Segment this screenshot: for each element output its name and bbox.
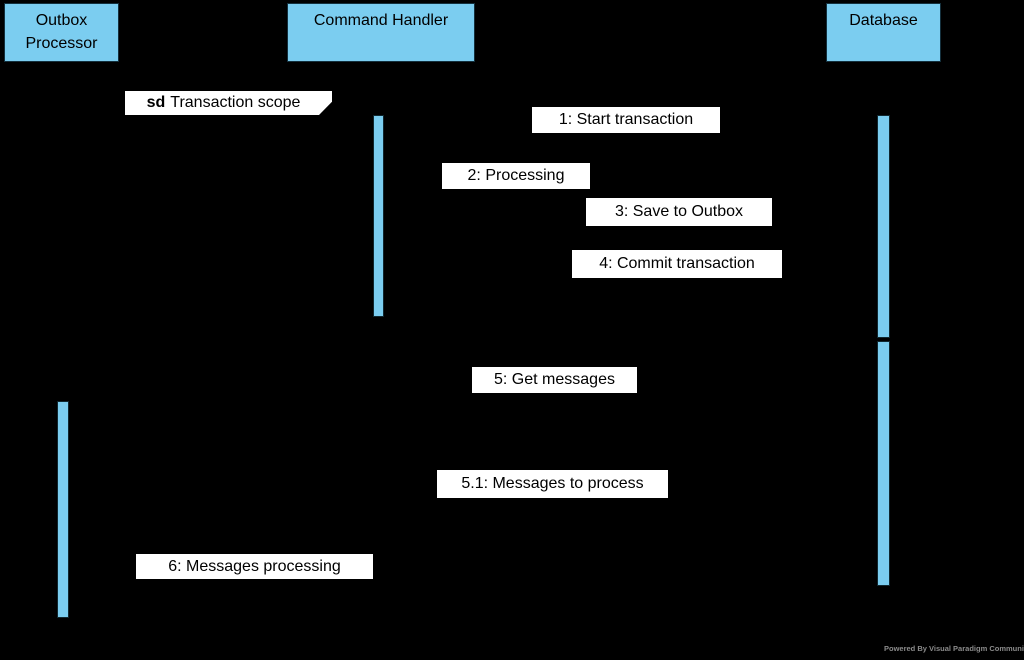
fragment-keyword: sd [146,94,166,111]
watermark-text: Powered By Visual Paradigm Community Edi… [884,643,1024,653]
participant-box-command-handler: Command Handler [287,3,475,62]
participant-box-outbox-processor: Outbox Processor [4,3,119,62]
message-label-commit-transaction: 4: Commit transaction [572,250,782,278]
message-label-messages-to-process: 5.1: Messages to process [437,470,668,498]
activation-bar-outbox-processor [57,401,69,618]
watermark: Powered By Visual Paradigm Community Edi… [884,641,1024,655]
message-label-processing: 2: Processing [442,163,590,189]
participant-label-outbox-processor: Outbox Processor [25,12,98,52]
activation-bar-database-2 [877,341,890,586]
participant-box-database: Database [826,3,941,62]
fragment-name: Transaction scope [170,94,301,111]
message-label-messages-processing: 6: Messages processing [136,554,373,579]
fragment-label: sd Transaction scope [125,91,332,115]
activation-bar-command-handler [373,115,384,317]
message-label-get-messages: 5: Get messages [472,367,637,393]
participant-label-command-handler: Command Handler [313,12,449,29]
message-label-start-transaction: 1: Start transaction [532,107,720,133]
activation-bar-database-1 [877,115,890,338]
message-label-save-to-outbox: 3: Save to Outbox [586,198,772,226]
participant-label-database: Database [849,12,918,29]
